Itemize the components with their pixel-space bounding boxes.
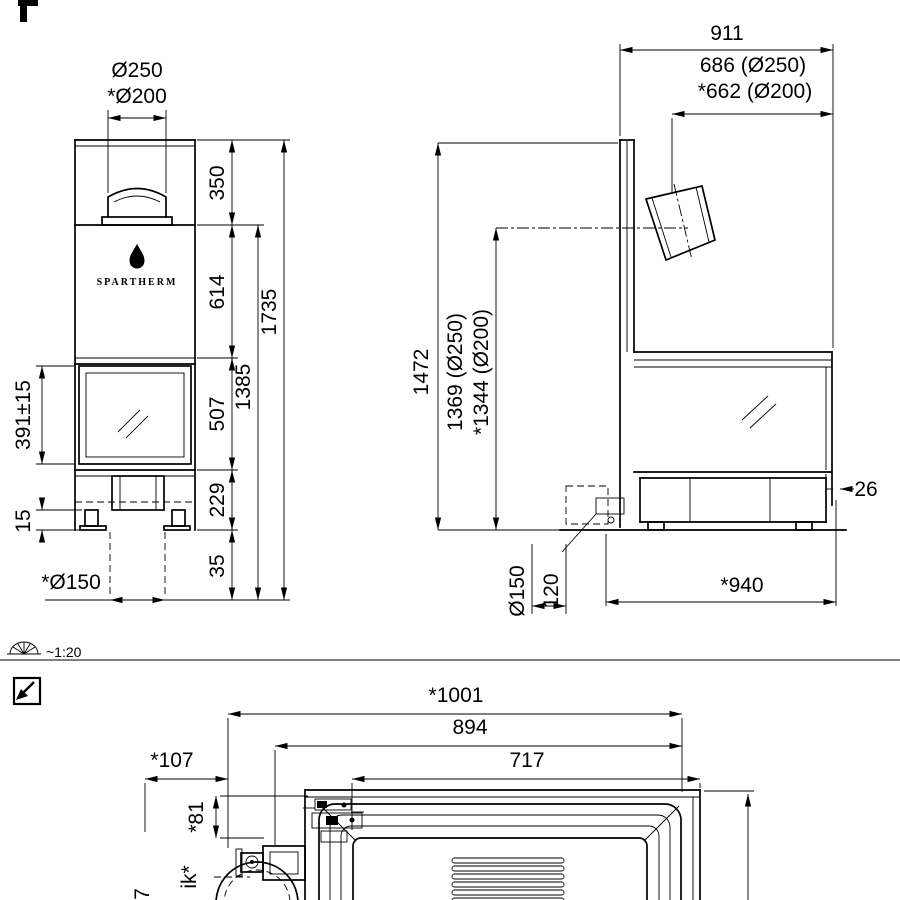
dim-plan-717: 717 [509, 749, 544, 772]
plan-view [214, 789, 754, 900]
grille [451, 857, 565, 900]
flue-pipe [644, 184, 716, 262]
dim-side-911: 911 [710, 22, 743, 45]
dim-plan-1001: *1001 [429, 684, 484, 707]
front-dims: Ø250 *Ø200 391±15 15 *Ø150 350 614 507 [12, 59, 290, 604]
dim-front-dia150: *Ø150 [41, 571, 101, 594]
dim-front-1735: 1735 [258, 289, 281, 336]
scale-label: ~1:20 [46, 644, 82, 660]
dim-front-614: 614 [206, 274, 229, 309]
brand-wordmark: SPARTHERM [97, 277, 178, 288]
spartherm-logo: SPARTHERM [97, 244, 178, 288]
dim-front-35: 35 [206, 554, 229, 577]
dim-plan-107: *107 [150, 749, 193, 772]
dim-front-dia250: Ø250 [111, 59, 162, 82]
plan-dims: *1001 894 717 *107 *81 ik* 7 [131, 684, 701, 900]
dim-side-120: 120 [540, 573, 563, 608]
glass-door [78, 365, 192, 465]
dim-side-1344: *1344 (Ø200) [470, 309, 493, 435]
dim-side-662: *662 (Ø200) [698, 80, 812, 103]
dim-front-229: 229 [206, 482, 229, 517]
front-view: SPARTHERM [74, 139, 196, 598]
flue-collar [107, 187, 167, 218]
dim-side-1369: 1369 (Ø250) [444, 313, 467, 431]
plan-view-icon [12, 676, 42, 706]
dim-front-391: 391±15 [12, 380, 35, 450]
scale-icon [7, 641, 41, 655]
dim-front-dia200: *Ø200 [107, 85, 167, 108]
dim-side-26: 26 [854, 478, 877, 501]
flame-icon [129, 244, 145, 269]
dim-front-1385: 1385 [232, 364, 255, 411]
side-dims: 911 686 (Ø250) *662 (Ø200) 1472 1369 (Ø2… [410, 22, 878, 617]
dim-side-1472: 1472 [410, 349, 433, 396]
scale-note: ~1:20 [7, 641, 82, 660]
dim-plan-81: *81 [185, 801, 208, 833]
dim-front-350: 350 [206, 165, 229, 200]
dim-side-686: 686 (Ø250) [700, 54, 806, 77]
plan-annotation-partial: ik* [178, 865, 201, 888]
dim-side-940: *940 [720, 574, 763, 597]
dim-side-dia150: Ø150 [506, 565, 529, 616]
dim-plan-partial: 7 [131, 888, 154, 900]
dim-front-507: 507 [206, 396, 229, 431]
side-view [559, 139, 847, 553]
air-connection [214, 845, 306, 900]
dim-front-15: 15 [12, 509, 35, 532]
latch-mechanism [303, 798, 364, 843]
dim-plan-894: 894 [452, 716, 487, 739]
corner-mark-icon [18, 0, 38, 22]
